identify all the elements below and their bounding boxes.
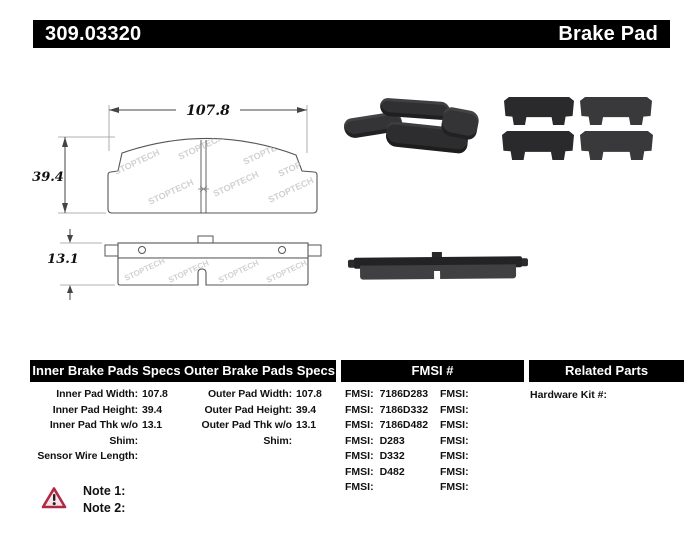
spec-value: 107.8 (296, 388, 322, 400)
specs-header-bar: Inner Brake Pads Specs Outer Brake Pads … (30, 360, 336, 382)
pad-photo-item (502, 131, 574, 160)
dim-width-label: 107.8 (186, 103, 230, 119)
fmsi-label: FMSI: (440, 403, 469, 416)
fmsi-label: FMSI: (440, 419, 469, 431)
spec-value: 39.4 (142, 403, 163, 416)
fmsi-label: FMSI: (345, 403, 374, 416)
photo-pads-angled (340, 93, 481, 183)
fmsi-value: D482 (379, 465, 405, 478)
fmsi-row: FMSI: 7186D283 FMSI: (345, 387, 521, 403)
fmsi-label: FMSI: (440, 434, 469, 447)
warning-icon (41, 487, 67, 509)
spec-value (142, 449, 182, 465)
fmsi-row: FMSI: FMSI: (345, 480, 521, 496)
inner-specs-table: Inner Pad Width: 107.8 Inner Pad Height: 3… (26, 387, 182, 465)
dimension-height: 39.4 (32, 136, 115, 214)
page-title: Brake Pad (558, 22, 658, 45)
fmsi-row: FMSI: D482 FMSI: (345, 465, 521, 481)
related-parts-table: Hardware Kit #: (530, 388, 607, 404)
fmsi-label: FMSI: (345, 465, 374, 478)
note-2-label: Note 2: (83, 501, 126, 515)
pad-photo-item (580, 131, 653, 160)
dimension-thickness: 13.1 (47, 229, 115, 300)
pad-edge-notch (434, 270, 441, 280)
fmsi-label: FMSI: (345, 481, 374, 493)
outer-specs-header: Outer Brake Pads Specs (183, 363, 336, 378)
fmsi-row: FMSI: 7186D332 FMSI: (345, 403, 521, 419)
fmsi-table: FMSI: 7186D283 FMSI: FMSI: 7186D332 FMSI: … (345, 387, 521, 496)
spec-value: 13.1 (142, 419, 163, 431)
spec-label: Inner Pad Height: (52, 403, 138, 416)
fmsi-value: 7186D332 (379, 403, 429, 416)
fmsi-header-bar: FMSI # (341, 360, 524, 382)
inner-specs-header: Inner Brake Pads Specs (32, 363, 181, 378)
pad-photo-item (504, 97, 574, 125)
fmsi-label: FMSI: (345, 434, 374, 447)
spec-label: Inner Pad Thk w/o Shim: (49, 419, 138, 447)
fmsi-value: D332 (379, 450, 405, 462)
note-1-label: Note 1: (83, 484, 126, 498)
photo-pad-edge (347, 250, 529, 282)
pad-photo-item (580, 97, 652, 125)
related-label: Hardware Kit #: (530, 389, 608, 401)
fmsi-label: FMSI: (440, 465, 469, 478)
technical-drawing: 107.8 39.4 STOPTECH STOPTECH STOPTECH ST… (32, 103, 322, 300)
spec-label: Outer Pad Width: (207, 388, 292, 400)
fmsi-value: 7186D482 (379, 419, 429, 431)
spec-label: Outer Pad Height: (204, 403, 292, 416)
fmsi-label: FMSI: (440, 388, 469, 400)
fmsi-label: FMSI: (345, 450, 374, 462)
spec-label: Inner Pad Width: (56, 388, 138, 400)
fmsi-row: FMSI: D332 FMSI: (345, 449, 521, 465)
fmsi-row: FMSI: D283 FMSI: (345, 434, 521, 450)
header-bar: 309.03320 Brake Pad (33, 20, 670, 48)
fmsi-value: 7186D283 (379, 388, 429, 400)
pad-side-view: STOPTECH STOPTECH STOPTECH STOPTECH (104, 235, 322, 286)
dimension-width: 107.8 (108, 103, 308, 153)
fmsi-label: FMSI: (345, 419, 374, 431)
fmsi-value: D283 (379, 434, 405, 447)
photo-pads-flat (502, 95, 654, 163)
spec-value: 39.4 (296, 403, 317, 416)
dim-height-label: 39.4 (32, 170, 64, 185)
dim-thickness-label: 13.1 (47, 252, 79, 267)
outer-specs-table: Outer Pad Width: 107.8 Outer Pad Height: 3… (180, 387, 336, 449)
spec-label: Sensor Wire Length: (37, 450, 138, 462)
fmsi-label: FMSI: (440, 450, 469, 462)
fmsi-label: FMSI: (440, 481, 469, 493)
fmsi-label: FMSI: (345, 388, 374, 400)
fmsi-row: FMSI: 7186D482 FMSI: (345, 418, 521, 434)
spec-value: 107.8 (142, 388, 168, 400)
spec-label: Outer Pad Thk w/o Shim: (201, 419, 293, 447)
related-parts-header-bar: Related Parts (529, 360, 684, 382)
part-number: 309.03320 (45, 22, 142, 45)
pad-front-view: STOPTECH STOPTECH STOPTECH STOPTECH STOP… (107, 137, 318, 214)
spec-value: 13.1 (296, 419, 317, 431)
